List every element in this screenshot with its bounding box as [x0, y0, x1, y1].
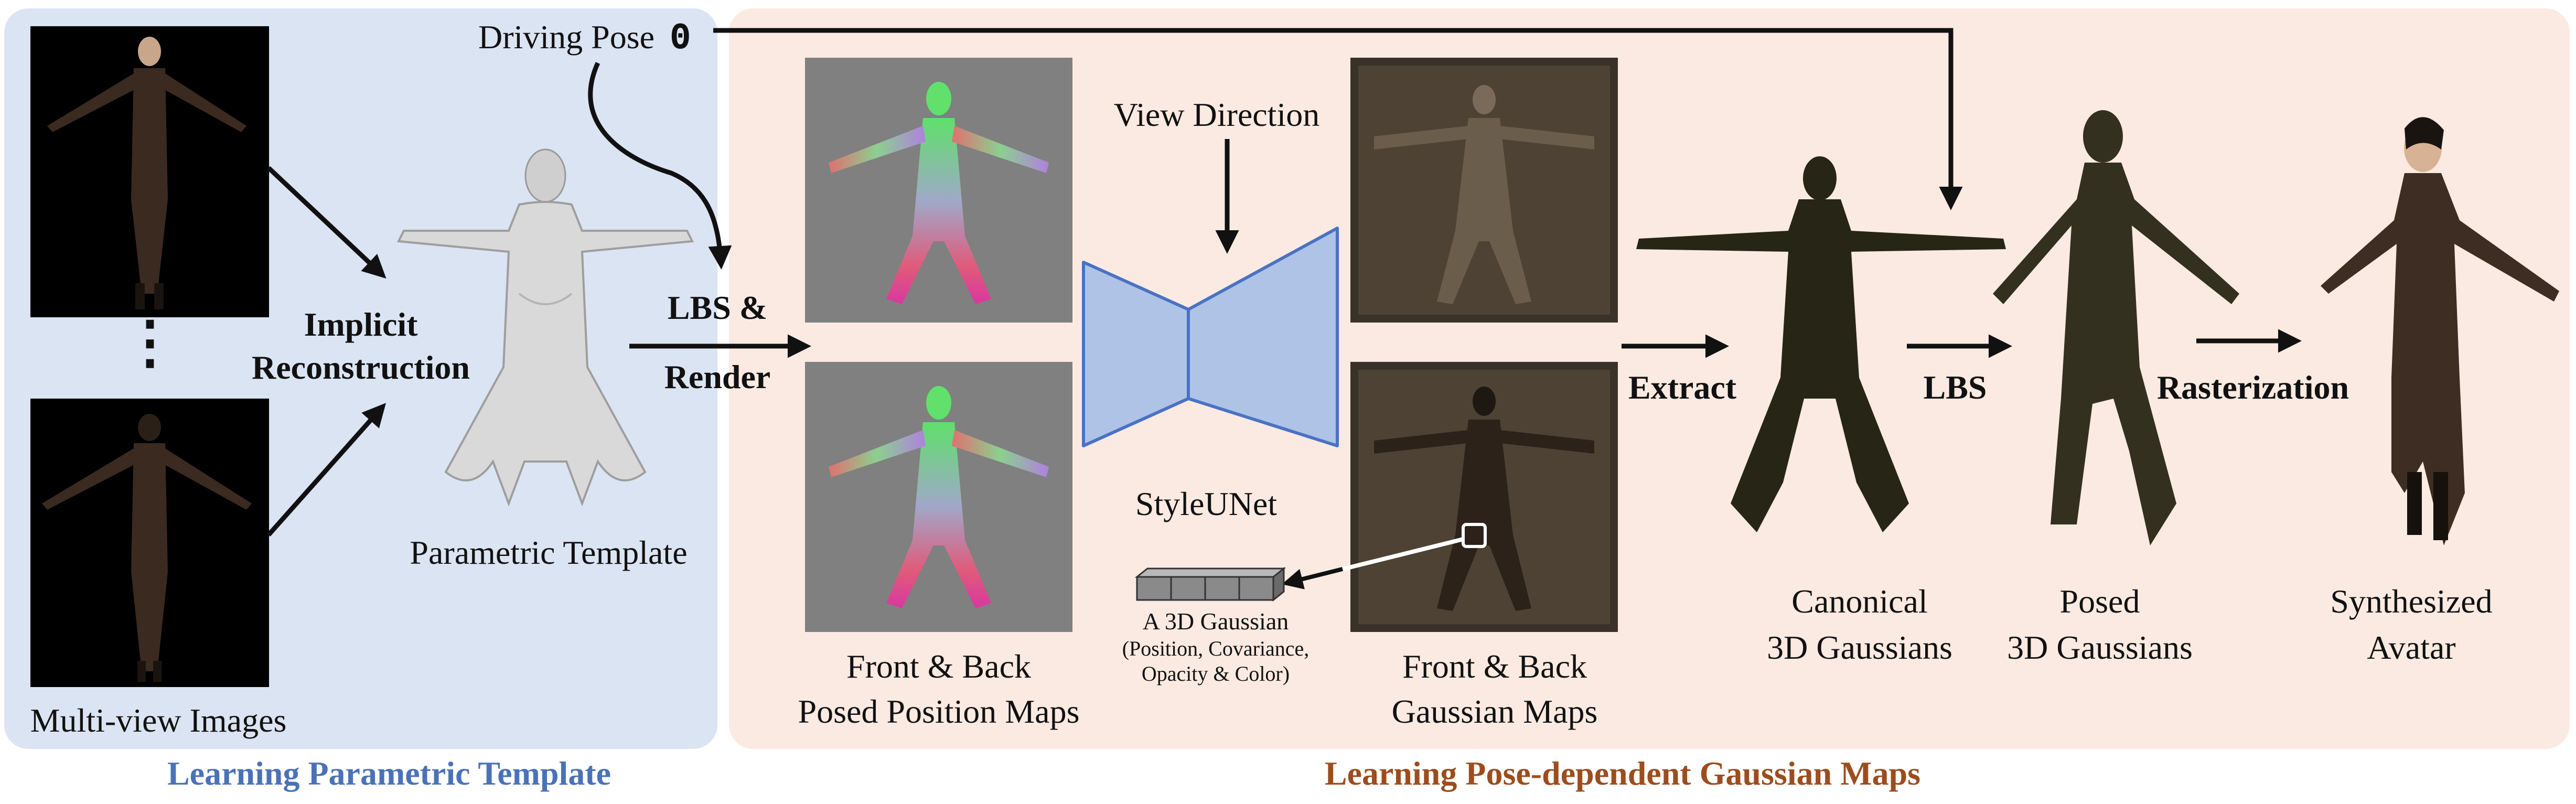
multiview-images-label: Multi-view Images [30, 702, 287, 739]
left-section-title: Learning Parametric Template [167, 755, 611, 792]
synthesized-avatar-figure [2321, 117, 2559, 545]
extract-label: Extract [1628, 369, 1737, 406]
right-section-title: Learning Pose-dependent Gaussian Maps [1325, 755, 1920, 792]
gaussian-map-back [1350, 362, 1618, 632]
gaussian-feature-vector [1134, 566, 1286, 602]
canonical-label: Canonical [1791, 583, 1927, 620]
position-map-front [805, 58, 1072, 323]
gaussian-attrs-line2: Opacity & Color) [1142, 662, 1290, 685]
position-maps-label-line2: Posed Position Maps [798, 693, 1080, 730]
position-map-back [805, 362, 1072, 632]
position-maps-label-line1: Front & Back [846, 648, 1031, 685]
gaussian-maps-label-line1: Front & Back [1402, 648, 1587, 685]
styleunet-label: StyleUNet [1135, 485, 1277, 522]
gaussian-sample-marker [1462, 523, 1487, 548]
arrow-pose-to-lbs [713, 28, 1963, 210]
reconstruction-label: Reconstruction [252, 349, 470, 386]
vertical-ellipsis: ⋮ [121, 310, 179, 374]
arrow-pose-to-render [588, 62, 732, 270]
canonical-gaussians-figure [1636, 156, 2006, 532]
arrow-marker-to-gaussian-dark [1282, 567, 1343, 589]
a-3d-gaussian-label: A 3D Gaussian [1143, 608, 1289, 635]
posed-3d-gaussians-label: 3D Gaussians [2007, 629, 2193, 666]
synthesized-label: Synthesized [2330, 583, 2492, 620]
gaussian-map-front [1350, 58, 1618, 323]
multiview-image-back [30, 399, 269, 687]
render-label: Render [664, 358, 771, 395]
view-direction-label: View Direction [1114, 96, 1319, 133]
arrow-front-to-reconstruction [266, 166, 387, 279]
canonical-3d-gaussians-label: 3D Gaussians [1767, 629, 1952, 666]
lbs-label: LBS [1924, 369, 1987, 406]
gaussian-maps-label-line2: Gaussian Maps [1392, 693, 1598, 730]
posed-label: Posed [2060, 583, 2140, 620]
styleunet-block [1082, 227, 1339, 447]
avatar-label: Avatar [2367, 629, 2455, 666]
gaussian-attrs-line1: (Position, Covariance, [1122, 637, 1310, 660]
lbs-and-label: LBS & [668, 289, 767, 326]
driving-pose-label: Driving Pose Θ [478, 18, 691, 57]
arrow-back-to-reconstruction [266, 403, 386, 537]
posed-gaussians-figure [1993, 110, 2239, 545]
multiview-image-front [30, 26, 269, 317]
implicit-label: Implicit [304, 306, 418, 343]
parametric-template-mesh [396, 148, 694, 507]
rasterization-label: Rasterization [2157, 369, 2349, 406]
parametric-template-label: Parametric Template [410, 534, 687, 571]
